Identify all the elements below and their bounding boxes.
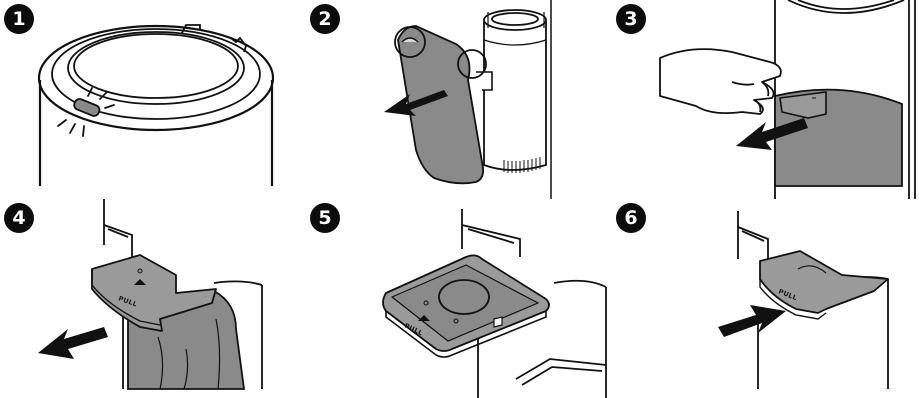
step-2-illustration <box>306 0 612 199</box>
step-6-illustration: PULL <box>612 199 918 398</box>
step-3-badge: 3 <box>616 4 646 34</box>
step-1-illustration <box>0 0 306 199</box>
step-1-panel: 1 <box>0 0 306 199</box>
step-4-badge: 4 <box>4 203 34 233</box>
step-6-panel: 6 PULL <box>612 199 918 398</box>
step-5-badge: 5 <box>310 203 340 233</box>
step-1-badge: 1 <box>4 4 34 34</box>
step-2-panel: 2 <box>306 0 612 199</box>
step-3-panel: 3 <box>612 0 918 199</box>
step-4-illustration: PULL <box>0 199 306 398</box>
step-6-badge: 6 <box>616 203 646 233</box>
arrow-pull-icon <box>38 327 108 359</box>
step-5-illustration: PULL <box>306 199 612 398</box>
step-3-illustration <box>612 0 918 199</box>
step-4-panel: 4 PULL <box>0 199 306 398</box>
step-5-panel: 5 PULL <box>306 199 612 398</box>
arrow-push-icon <box>718 305 786 337</box>
step-2-badge: 2 <box>310 4 340 34</box>
